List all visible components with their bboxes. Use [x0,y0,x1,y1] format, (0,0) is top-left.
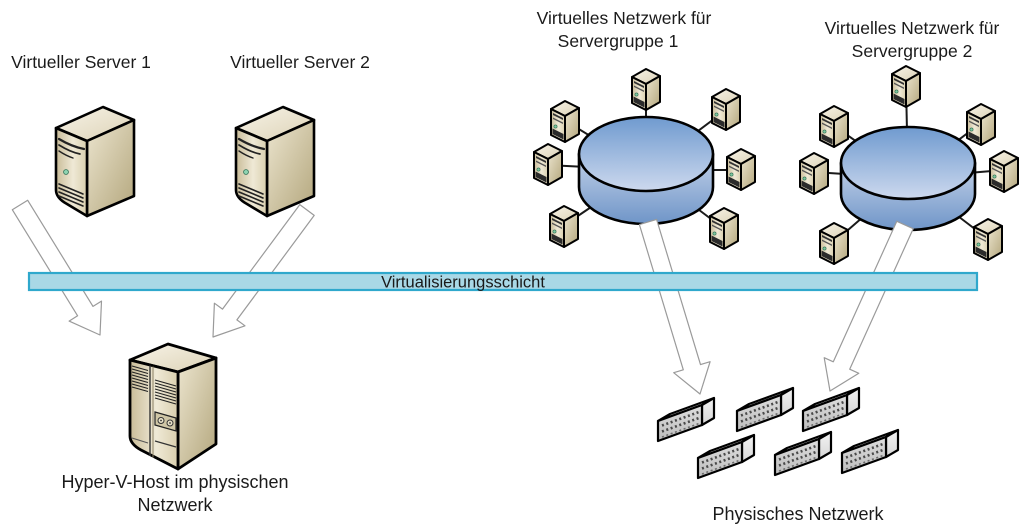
mini-server-icon [819,105,849,148]
mini-server-icon [550,100,580,143]
rack-switch-icon [773,430,833,477]
virtual-network-2-label-line1: Virtuelles Netzwerk für [825,18,1000,38]
hyperv-host-icon [128,342,218,471]
physical-switches [656,386,900,480]
virtualization-layer-label: Virtualisierungsschicht [381,274,545,292]
arrow-network1-to-physical-icon [638,218,711,395]
rack-switch-icon [801,386,861,433]
rack-switch-icon [840,428,900,475]
arrow-server2-to-host-icon [212,204,315,338]
rack-switch-icon [696,433,756,480]
rack-switch-icon [735,386,795,433]
virtual-network-1-label-line2: Servergruppe 1 [558,31,679,51]
arrow-server1-to-host-icon [11,199,103,336]
mini-server-icon [966,103,996,146]
arrow-network2-to-physical-icon [823,220,914,392]
virtual-network-2-label-line2: Servergruppe 2 [852,41,973,61]
mini-server-icon [989,150,1019,193]
physical-network-label: Physisches Netzwerk [712,504,884,524]
virtual-network-2-hub-icon [839,125,977,232]
hyperv-host-label-line2: Netzwerk [137,495,213,515]
virtual-server-2-label: Virtueller Server 2 [230,52,370,72]
virtualization-layer-bar [27,271,979,292]
virtual-network-1-hub-icon [577,115,715,226]
virtual-server-1-label: Virtueller Server 1 [11,52,151,72]
mini-server-icon [631,68,661,111]
mini-server-icon [533,143,563,186]
flow-arrows [11,199,914,395]
mini-server-icon [709,207,739,250]
hyperv-host-label-line1: Hyper-V-Host im physischen [61,472,288,492]
mini-server-icon [819,222,849,265]
mini-server-icon [711,88,741,131]
mini-server-icon [799,152,829,195]
mini-server-icon [726,148,756,191]
virtual-server-1-icon [54,105,136,218]
virtual-server-2-icon [234,105,316,218]
rack-switch-icon [656,396,716,443]
mini-server-icon [549,205,579,248]
virtual-network-1-label-line1: Virtuelles Netzwerk für [537,8,712,28]
mini-server-icon [891,65,921,108]
mini-server-icon [973,218,1003,261]
